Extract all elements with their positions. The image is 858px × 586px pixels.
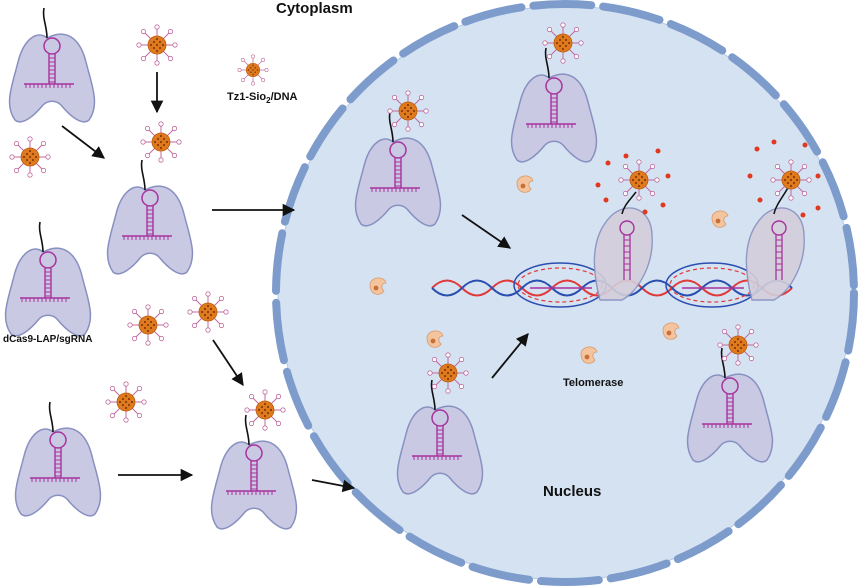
cytoplasm-label: Cytoplasm bbox=[276, 0, 353, 17]
protein-complex-bottom-left bbox=[14, 401, 102, 517]
nanoparticle-label: Tz1-Sio2/DNA bbox=[227, 91, 298, 106]
complex-with-nanoparticle-lower bbox=[210, 389, 298, 530]
released-dna-dots bbox=[595, 139, 821, 218]
nucleus-label: Nucleus bbox=[543, 483, 602, 500]
protein-complex-middle-left bbox=[4, 221, 92, 337]
nuclear-envelope bbox=[272, 0, 858, 586]
process-arrows bbox=[61, 72, 529, 493]
bound-complex-1 bbox=[593, 159, 660, 301]
complex-label: dCas9-LAP/sgRNA bbox=[3, 334, 93, 345]
complex-with-nanoparticle-upper bbox=[106, 121, 194, 275]
telomerase-label: Telomerase bbox=[563, 377, 624, 389]
protein-complex-top-left bbox=[8, 7, 96, 123]
bound-complex-2 bbox=[745, 159, 812, 301]
